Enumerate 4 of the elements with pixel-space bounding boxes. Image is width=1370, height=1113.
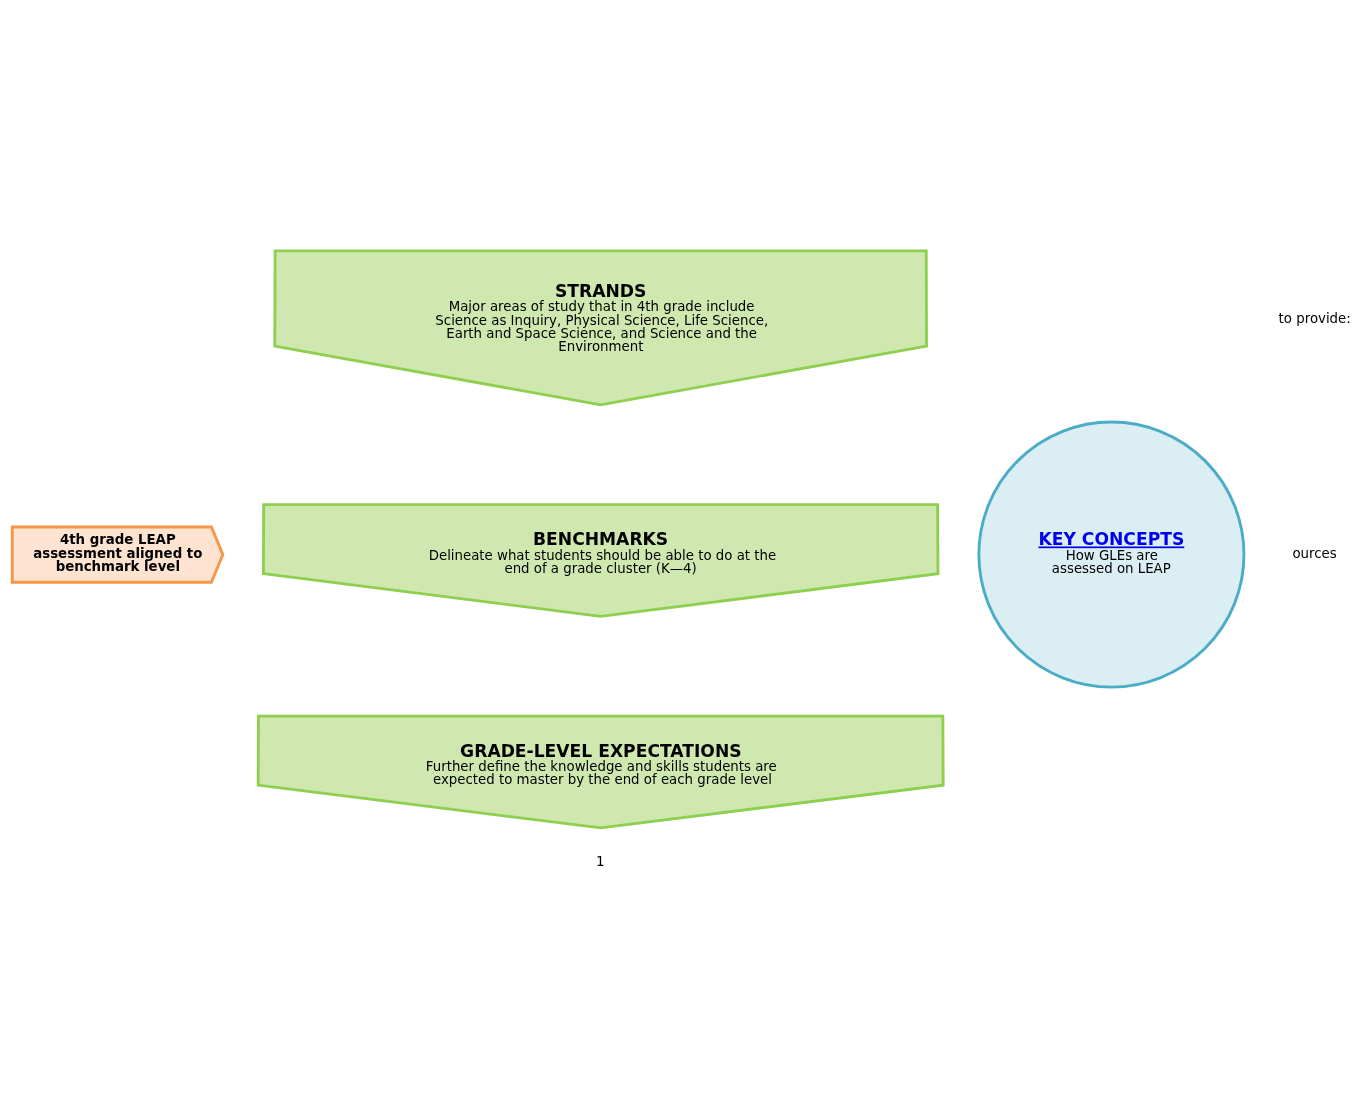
node-circle: KEY CONCEPTS How GLEs are assessed on LEAP [977, 420, 1246, 689]
label: 1 [595, 853, 605, 869]
label: ources [1292, 545, 1337, 561]
label: to provide: [1278, 310, 1351, 326]
